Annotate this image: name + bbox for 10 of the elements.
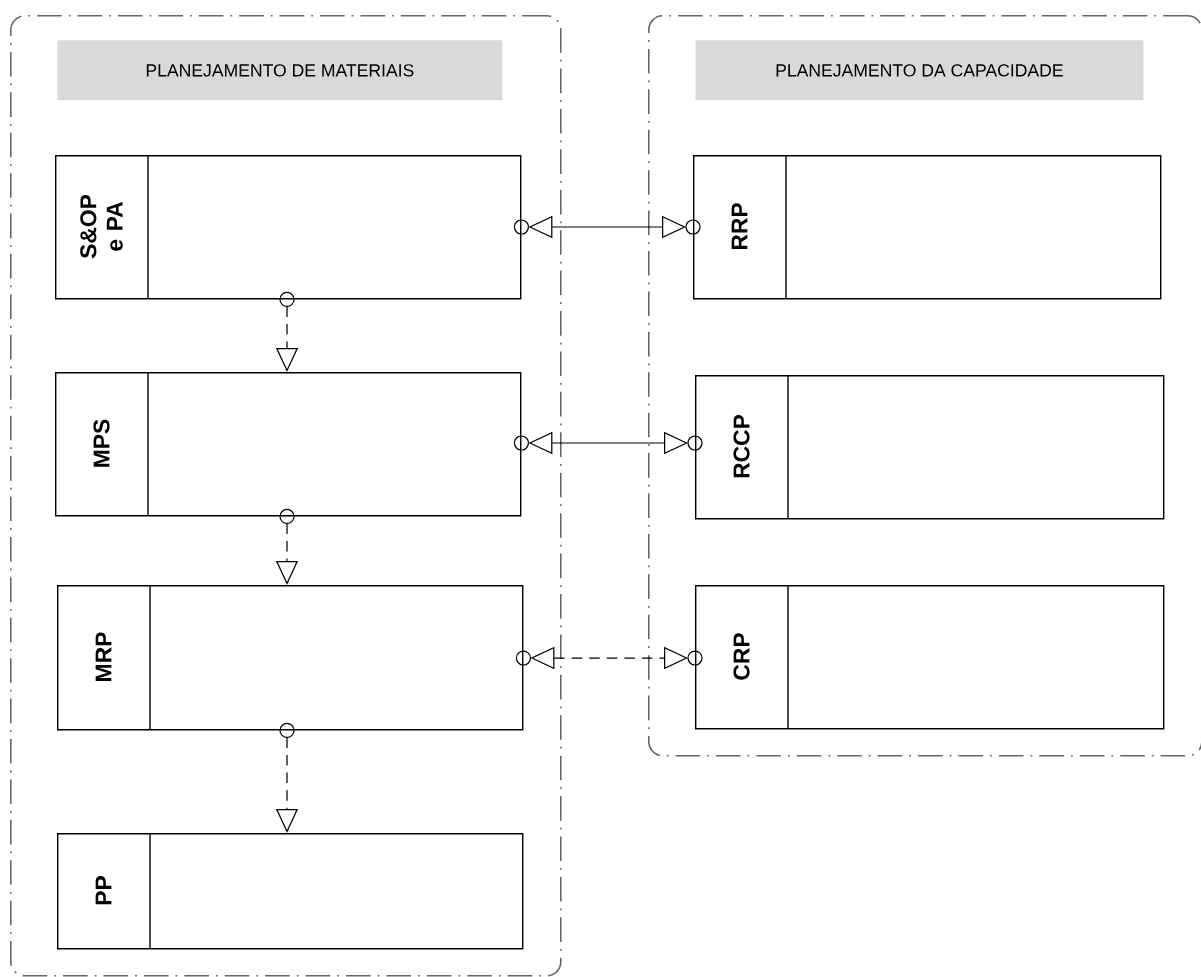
process-box: PP	[57, 832, 524, 950]
connector-arrow	[513, 431, 703, 455]
connector-arrow	[513, 215, 701, 239]
process-box: MPS	[55, 371, 522, 517]
process-box: MRP	[57, 584, 524, 731]
process-box: S&OP e PA	[55, 154, 522, 300]
process-box: CRP	[695, 584, 1165, 730]
connector-arrow	[515, 646, 703, 670]
process-box: RRP	[693, 154, 1162, 300]
process-box: RCCP	[695, 374, 1165, 520]
